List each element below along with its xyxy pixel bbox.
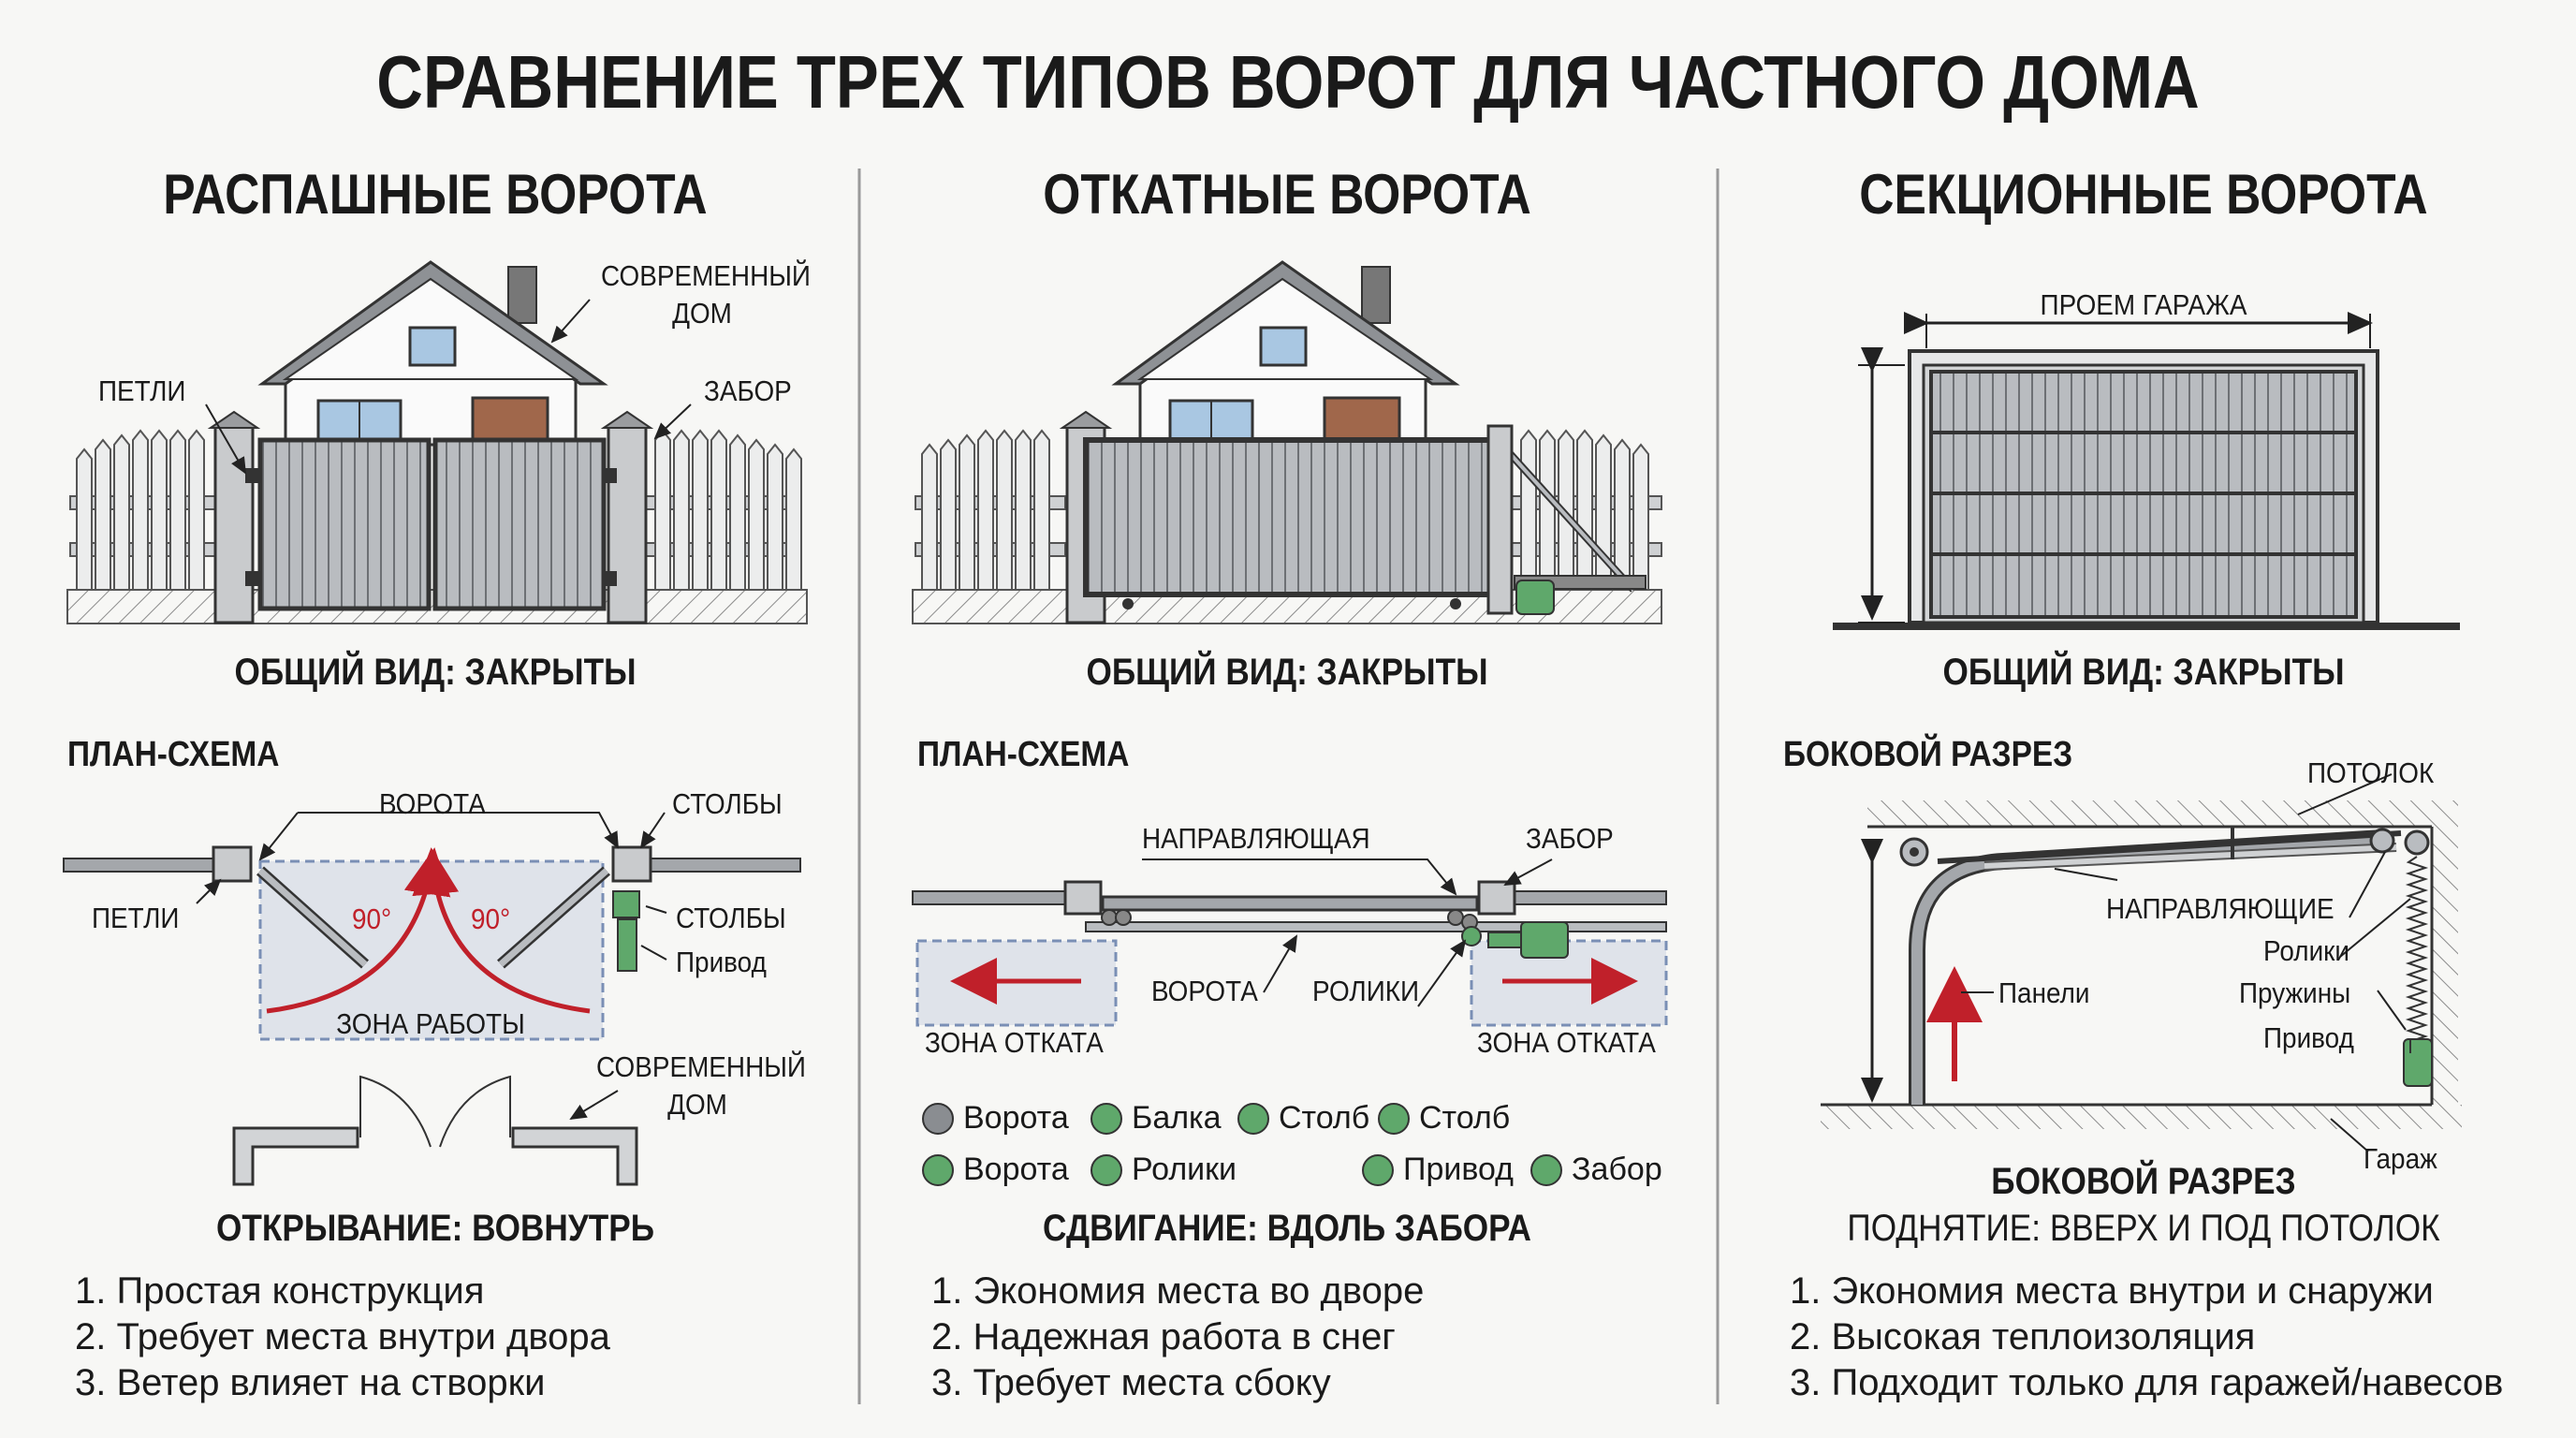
- legend-dot: [922, 1153, 954, 1186]
- swing-plan-posts-label: СТОЛБЫ: [676, 902, 786, 934]
- sliding-plan: [912, 858, 1668, 1027]
- main-title: СРАВНЕНИЕ ТРЕХ ТИПОВ ВОРОТ ДЛЯ ЧАСТНОГО …: [376, 40, 2200, 124]
- legend-dot: [1090, 1102, 1122, 1135]
- swing-work-zone-label: ЗОНА РАБОТЫ: [336, 1007, 525, 1040]
- list-item: 3. Подходит только для гаражей/навесов: [1790, 1362, 2504, 1403]
- sliding-plan-title: ПЛАН-СХЕМА: [917, 735, 1130, 774]
- swing-plan-gates-label: ВОРОТА: [379, 787, 486, 820]
- swing-plan-house-label: СОВРЕМЕННЫЙ ДОМ: [596, 1050, 806, 1121]
- sectional-section-caption: БОКОВОЙ РАЗРЕЗ: [1991, 1161, 2296, 1202]
- legend-dot: [1090, 1153, 1122, 1186]
- legend-item: Ролики: [1090, 1152, 1237, 1188]
- swing-fence-label: ЗАБОР: [704, 374, 792, 407]
- swing-angle-left: 90°: [352, 902, 392, 935]
- legend-dot: [922, 1102, 954, 1135]
- list-item: 2. Надежная работа в снег: [931, 1316, 1396, 1357]
- sliding-view-caption: ОБЩИЙ ВИД: ЗАКРЫТЫ: [1086, 652, 1488, 693]
- sectional-garage-label: Гараж: [2364, 1142, 2437, 1175]
- legend-dot: [1530, 1153, 1562, 1186]
- sectional-drive-label: Привод: [2263, 1021, 2354, 1054]
- sliding-rollers-label: РОЛИКИ: [1312, 975, 1420, 1007]
- list-item: 1. Экономия места внутри и снаружи: [1790, 1270, 2434, 1312]
- legend-dot: [1378, 1102, 1410, 1135]
- swing-house-label: СОВРЕМЕННЫЙ ДОМ: [601, 259, 811, 330]
- sliding-title: ОТКАТНЫЕ ВОРОТА: [1043, 163, 1531, 226]
- list-item: 1. Простая конструкция: [75, 1270, 485, 1312]
- swing-plan-posts-top-label: СТОЛБЫ: [672, 787, 783, 820]
- house-sliding: [1111, 260, 1460, 447]
- list-item: 2. Высокая теплоизоляция: [1790, 1316, 2256, 1357]
- swing-plan-hinges-label: ПЕТЛИ: [92, 902, 180, 934]
- legend-item: Столб: [1237, 1100, 1369, 1137]
- sectional-section-title: БОКОВОЙ РАЗРЕЗ: [1783, 735, 2073, 774]
- swing-angle-right: 90°: [471, 902, 511, 935]
- legend-item: Забор: [1530, 1152, 1662, 1188]
- sectional-springs-label: Пружины: [2239, 976, 2351, 1009]
- sectional-section: [1821, 773, 2462, 1152]
- sliding-opening-caption: СДВИГАНИЕ: ВДОЛЬ ЗАБОРА: [1043, 1208, 1531, 1249]
- swing-plan-title: ПЛАН-СХЕМА: [67, 735, 280, 774]
- sliding-fence-label: ЗАБОР: [1526, 822, 1614, 855]
- list-item: 2. Требует места внутри двора: [75, 1316, 610, 1357]
- house-swing: [257, 260, 608, 447]
- sliding-elevation: [912, 260, 1662, 624]
- sectional-rollers-label: Ролики: [2263, 934, 2349, 967]
- sectional-opening-label: ПРОЕМ ГАРАЖА: [2040, 288, 2247, 321]
- sliding-gates-label: ВОРОТА: [1151, 975, 1258, 1007]
- sliding-zone-left-label: ЗОНА ОТКАТА: [925, 1026, 1104, 1059]
- sectional-panels-label: Панели: [1998, 976, 2090, 1009]
- sectional-guides-label: НАПРАВЛЯЮЩИЕ: [2106, 892, 2334, 925]
- legend-dot: [1237, 1102, 1269, 1135]
- legend-item: Ворота: [922, 1152, 1069, 1188]
- swing-hinges-label: ПЕТЛИ: [98, 374, 186, 407]
- sliding-guide-label: НАПРАВЛЯЮЩАЯ: [1142, 822, 1370, 855]
- swing-plan-drive-label: Привод: [676, 946, 767, 978]
- swing-plan: [63, 812, 801, 1186]
- legend-item: Столб: [1378, 1100, 1510, 1137]
- swing-opening-caption: ОТКРЫВАНИЕ: ВОВНУТРЬ: [215, 1208, 655, 1249]
- sectional-points: 1. Экономия места внутри и снаружи 2. Вы…: [1790, 1269, 2503, 1406]
- sectional-elevation: [1833, 312, 2460, 630]
- sectional-title: СЕКЦИОННЫЕ ВОРОТА: [1859, 163, 2428, 226]
- legend-item: Балка: [1090, 1100, 1222, 1137]
- sectional-opening-caption: ПОДНЯТИЕ: ВВЕРХ И ПОД ПОТОЛОК: [1847, 1208, 2440, 1249]
- swing-elevation: [66, 260, 808, 624]
- sectional-ceiling-label: ПОТОЛОК: [2307, 756, 2435, 789]
- sliding-points: 1. Экономия места во дворе 2. Надежная р…: [931, 1269, 1424, 1406]
- sectional-view-caption: ОБЩИЙ ВИД: ЗАКРЫТЫ: [1942, 652, 2345, 693]
- legend-item: Привод: [1362, 1152, 1514, 1188]
- list-item: 1. Экономия места во дворе: [931, 1270, 1425, 1312]
- legend-item: Ворота: [922, 1100, 1069, 1137]
- swing-view-caption: ОБЩИЙ ВИД: ЗАКРЫТЫ: [234, 652, 637, 693]
- list-item: 3. Требует места сбоку: [931, 1362, 1331, 1403]
- swing-points: 1. Простая конструкция 2. Требует места …: [75, 1269, 610, 1406]
- list-item: 3. Ветер влияет на створки: [75, 1362, 546, 1403]
- swing-title: РАСПАШНЫЕ ВОРОТА: [163, 163, 708, 226]
- legend-dot: [1362, 1153, 1394, 1186]
- sliding-zone-right-label: ЗОНА ОТКАТА: [1477, 1026, 1656, 1059]
